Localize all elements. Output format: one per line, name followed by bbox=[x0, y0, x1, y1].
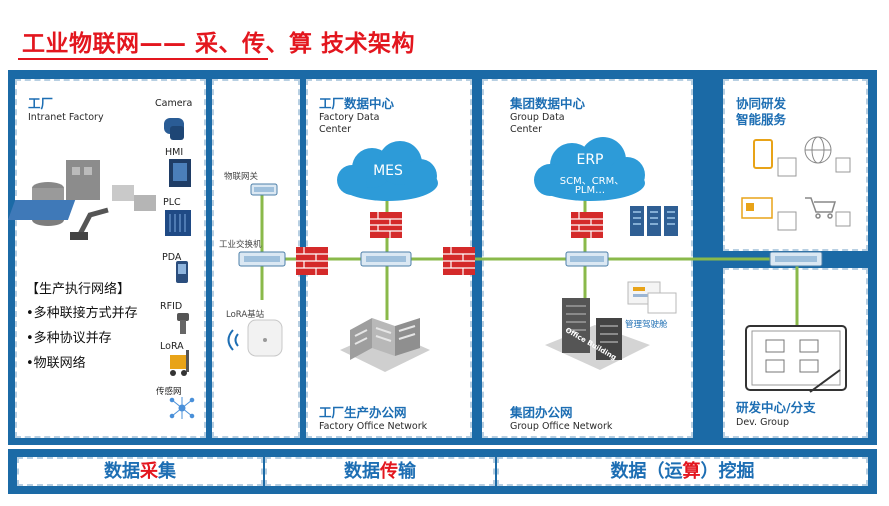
shopping-cart-icon bbox=[805, 197, 837, 219]
document-icon bbox=[835, 211, 851, 227]
factory-dc-title: 工厂数据中心 bbox=[319, 96, 395, 111]
pda-icon bbox=[176, 261, 188, 283]
bottom-highlight: 算 bbox=[682, 461, 701, 482]
switch-label: 工业交换机 bbox=[219, 240, 262, 250]
lora-base-station-icon bbox=[227, 319, 283, 357]
office-building-icon bbox=[545, 298, 650, 370]
sensor-network-icon bbox=[169, 397, 195, 419]
group-dc-subtitle: Center bbox=[510, 124, 542, 135]
group-office-subtitle: Group Office Network bbox=[510, 421, 613, 432]
forklift-icon bbox=[170, 350, 189, 376]
factory-building-icon bbox=[340, 318, 430, 372]
lora-station-label: LoRA基站 bbox=[226, 310, 265, 320]
bottom-text: 集 bbox=[158, 461, 176, 482]
document-icon bbox=[777, 157, 797, 177]
hmi-icon bbox=[169, 159, 191, 187]
firewall-icon bbox=[571, 212, 603, 238]
gateway-label: 物联网关 bbox=[224, 172, 259, 182]
group-dc-title: 集团数据中心 bbox=[510, 96, 586, 111]
bottom-cell-collect: 数据采集 bbox=[17, 457, 263, 486]
switch-icon bbox=[250, 183, 278, 196]
firewall-icon bbox=[443, 247, 475, 275]
collab-title: 智能服务 bbox=[736, 112, 787, 127]
bottom-text: 数据 bbox=[344, 461, 380, 482]
id-card-icon bbox=[741, 197, 773, 219]
switch-icon bbox=[769, 251, 823, 267]
title-underline bbox=[18, 58, 268, 60]
document-icon bbox=[835, 157, 851, 173]
factory-subtitle: Intranet Factory bbox=[28, 112, 104, 123]
cloud-icon bbox=[534, 137, 645, 201]
group-office-title: 集团办公网 bbox=[510, 405, 573, 420]
firewall-icon bbox=[296, 247, 328, 275]
plc-icon bbox=[165, 210, 191, 236]
factory-office-title: 工厂生产办公网 bbox=[319, 405, 407, 420]
bullet-item: •多种联接方式并存 bbox=[26, 306, 138, 321]
firewall-icon bbox=[370, 212, 402, 238]
factory-dc-subtitle: Center bbox=[319, 124, 351, 135]
collab-title: 协同研发 bbox=[736, 96, 787, 111]
factory-office-subtitle: Factory Office Network bbox=[319, 421, 428, 432]
bottom-text: 数据（运 bbox=[610, 461, 683, 482]
device-label-pda: PDA bbox=[162, 252, 182, 263]
rnd-title: 研发中心/分支 bbox=[736, 400, 816, 415]
device-label-rfid: RFID bbox=[160, 301, 183, 312]
bottom-text: ）挖掘 bbox=[700, 461, 755, 482]
bullet-item: •物联网络 bbox=[26, 356, 86, 371]
globe-icon bbox=[804, 136, 832, 164]
switch-icon bbox=[360, 251, 412, 267]
switch-icon bbox=[238, 251, 286, 267]
page-title: 工业物联网—— 采、传、算 技术架构 bbox=[22, 31, 416, 57]
device-label-lora: LoRA bbox=[160, 341, 184, 352]
device-label-sensor-network: 传感网 bbox=[156, 387, 182, 397]
factory-title: 工厂 bbox=[28, 96, 54, 111]
mes-label: MES bbox=[373, 163, 403, 179]
rnd-subtitle: Dev. Group bbox=[736, 417, 790, 428]
document-icon bbox=[777, 211, 797, 231]
bottom-text: 数据 bbox=[104, 461, 140, 482]
tablet-icon bbox=[745, 325, 847, 393]
bottom-cell-transmit: 数据传输 bbox=[265, 457, 495, 486]
bottom-cell-mining: 数据（运算）挖掘 bbox=[497, 457, 868, 486]
network-links bbox=[260, 195, 820, 330]
device-label-plc: PLC bbox=[163, 197, 181, 208]
network-label: 【生产执行网络】 bbox=[26, 282, 131, 297]
device-label-camera: Camera bbox=[155, 98, 193, 109]
group-dc-subtitle: Group Data bbox=[510, 112, 565, 123]
factory-dc-subtitle: Factory Data bbox=[319, 112, 380, 123]
cloud-icon bbox=[337, 141, 438, 201]
bottom-highlight: 采 bbox=[140, 461, 158, 482]
server-icon bbox=[630, 206, 678, 236]
bottom-highlight: 传 bbox=[380, 461, 398, 482]
smartphone-icon bbox=[753, 139, 773, 169]
rfid-scanner-icon bbox=[177, 313, 189, 334]
erp-label: ERP bbox=[576, 152, 604, 168]
cockpit-label: 管理驾驶舱 bbox=[625, 320, 668, 330]
factory-machine-icon bbox=[7, 160, 156, 240]
bottom-text: 输 bbox=[398, 461, 416, 482]
erp-systems-label: SCM、CRM、 bbox=[559, 176, 625, 187]
erp-systems-label: PLM… bbox=[574, 185, 606, 196]
dashboard-icon bbox=[627, 281, 677, 314]
device-label-hmi: HMI bbox=[165, 147, 184, 158]
switch-icon bbox=[565, 251, 609, 267]
bullet-item: •多种协议并存 bbox=[26, 331, 112, 346]
camera-icon bbox=[164, 118, 184, 140]
